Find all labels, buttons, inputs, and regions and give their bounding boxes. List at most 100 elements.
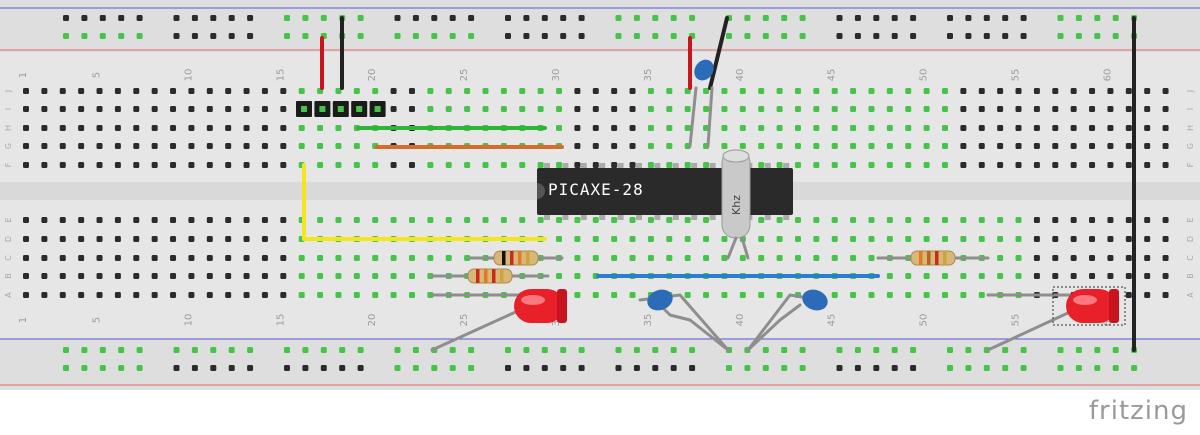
hole-connected bbox=[739, 292, 746, 298]
hole bbox=[983, 15, 990, 21]
hole bbox=[228, 365, 235, 371]
hole-connected bbox=[99, 365, 106, 371]
hole-connected bbox=[629, 255, 636, 261]
hole-connected bbox=[886, 143, 893, 149]
hole bbox=[320, 365, 327, 371]
hole bbox=[280, 236, 287, 242]
capacitor-body bbox=[694, 59, 714, 81]
hole-connected bbox=[758, 143, 765, 149]
hole-connected bbox=[684, 236, 691, 242]
ground-wire-black bbox=[708, 16, 729, 90]
hole-connected bbox=[284, 347, 290, 353]
hole-connected bbox=[942, 106, 948, 112]
hole bbox=[41, 88, 48, 94]
hole-connected bbox=[868, 106, 875, 112]
hole bbox=[910, 365, 917, 371]
hole bbox=[560, 365, 567, 371]
hole-connected bbox=[703, 106, 710, 112]
hole bbox=[574, 106, 581, 112]
hole-connected bbox=[794, 88, 801, 94]
hole-connected bbox=[762, 15, 769, 21]
hole-connected bbox=[703, 125, 710, 131]
hole-connected bbox=[1094, 347, 1101, 353]
hole-connected bbox=[136, 33, 143, 39]
hole bbox=[873, 33, 880, 39]
hole bbox=[1107, 255, 1114, 261]
header-pin bbox=[374, 106, 381, 112]
hole bbox=[247, 15, 254, 21]
hole-connected bbox=[868, 236, 875, 242]
hole-connected bbox=[136, 365, 143, 371]
hole bbox=[23, 236, 29, 242]
hole bbox=[261, 143, 268, 149]
hole-connected bbox=[873, 347, 880, 353]
hole-connected bbox=[794, 255, 801, 261]
row-letter: D bbox=[1186, 236, 1195, 242]
hole bbox=[78, 162, 85, 168]
hole bbox=[873, 365, 880, 371]
hole-connected bbox=[482, 88, 489, 94]
hole bbox=[1144, 162, 1151, 168]
hole-connected bbox=[633, 15, 640, 21]
ic-pin bbox=[654, 215, 661, 220]
hole-connected bbox=[886, 125, 893, 131]
hole-connected bbox=[942, 88, 948, 94]
hole bbox=[206, 236, 213, 242]
hole-connected bbox=[868, 255, 875, 261]
hole-connected bbox=[886, 273, 893, 279]
resistor-band bbox=[526, 251, 530, 265]
hole bbox=[1107, 125, 1114, 131]
hole-connected bbox=[556, 88, 563, 94]
hole-connected bbox=[666, 125, 673, 131]
hole-connected bbox=[647, 88, 654, 94]
hole-connected bbox=[776, 106, 783, 112]
hole-connected bbox=[703, 88, 710, 94]
hole-connected bbox=[666, 217, 673, 223]
hole bbox=[1107, 217, 1114, 223]
hole bbox=[611, 162, 618, 168]
led-rim bbox=[557, 289, 567, 323]
hole bbox=[1107, 88, 1114, 94]
row-letter: H bbox=[4, 125, 13, 131]
hole bbox=[151, 88, 158, 94]
hole-connected bbox=[1094, 15, 1101, 21]
hole-connected bbox=[519, 217, 526, 223]
hole-connected bbox=[431, 365, 438, 371]
hole-connected bbox=[412, 365, 419, 371]
hole-connected bbox=[923, 143, 930, 149]
hole bbox=[96, 217, 103, 223]
hole-connected bbox=[560, 347, 567, 353]
ic-pin bbox=[709, 215, 716, 220]
hole-connected bbox=[1075, 15, 1082, 21]
hole bbox=[523, 33, 530, 39]
hole-connected bbox=[703, 255, 710, 261]
hole bbox=[261, 217, 268, 223]
hole-connected bbox=[868, 217, 875, 223]
hole bbox=[578, 15, 585, 21]
hole bbox=[1052, 125, 1059, 131]
hole-connected bbox=[886, 106, 893, 112]
hole bbox=[151, 125, 158, 131]
hole bbox=[611, 106, 618, 112]
hole-connected bbox=[1015, 273, 1022, 279]
ic-pin bbox=[764, 215, 771, 220]
hole-connected bbox=[813, 125, 820, 131]
hole bbox=[1107, 273, 1114, 279]
hole bbox=[280, 217, 287, 223]
hole bbox=[505, 15, 511, 21]
hole bbox=[261, 106, 268, 112]
hole-connected bbox=[905, 106, 912, 112]
hole-connected bbox=[923, 106, 930, 112]
hole bbox=[1052, 273, 1059, 279]
hole-connected bbox=[721, 106, 728, 112]
hole-connected bbox=[744, 15, 751, 21]
hole bbox=[978, 143, 985, 149]
hole bbox=[408, 162, 415, 168]
hole bbox=[96, 125, 103, 131]
hole-connected bbox=[726, 33, 732, 39]
hole bbox=[611, 88, 618, 94]
row-letter: E bbox=[4, 217, 13, 222]
hole bbox=[78, 88, 85, 94]
